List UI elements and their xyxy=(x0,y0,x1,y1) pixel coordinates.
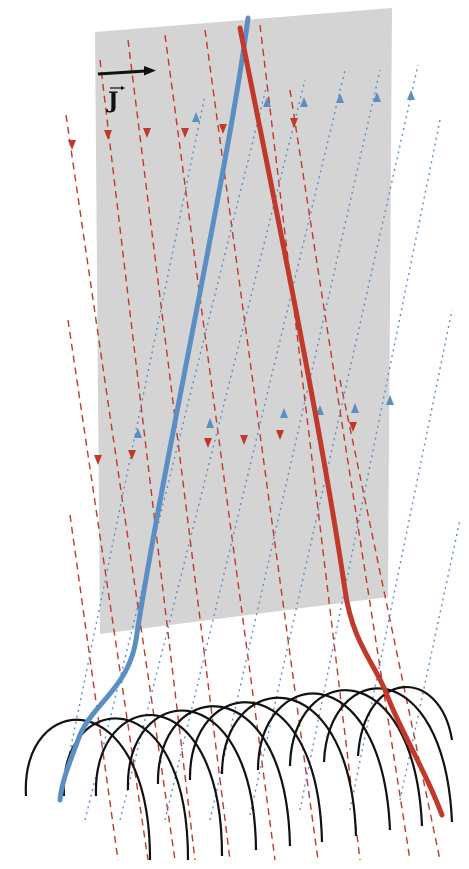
field-loop xyxy=(356,686,454,757)
red-field-line xyxy=(164,34,276,861)
field-loop xyxy=(288,689,424,827)
red-arrowhead xyxy=(276,430,284,440)
blue-arrowhead xyxy=(263,97,271,107)
blue-flux-tube xyxy=(57,15,251,803)
red-arrowhead xyxy=(290,118,298,128)
red-field-line xyxy=(259,24,361,861)
field-loop xyxy=(62,717,190,861)
red-arrowhead xyxy=(181,128,189,138)
j-symbol: J xyxy=(106,88,118,114)
red-field-line xyxy=(67,319,149,861)
red-arrowhead xyxy=(349,422,357,432)
field-loop xyxy=(94,714,224,857)
red-field-line xyxy=(289,89,411,861)
blue-arrowhead xyxy=(351,403,359,413)
blue-arrowhead xyxy=(386,395,394,405)
field-loop xyxy=(188,701,324,843)
blue-arrowhead xyxy=(407,90,415,100)
red-field-line xyxy=(69,514,119,861)
red-arrowhead xyxy=(143,128,151,138)
blue-arrowhead xyxy=(280,408,288,418)
blue-arrowhead xyxy=(316,405,324,415)
current-sheet xyxy=(95,8,392,634)
j-vector-arrow-line xyxy=(97,69,147,76)
red-arrowhead xyxy=(94,455,102,465)
j-symbol-overarrow-head xyxy=(121,86,125,90)
blue-arrowhead xyxy=(134,428,142,438)
current-density-label: J xyxy=(97,66,156,114)
blue-arrowhead xyxy=(336,93,344,103)
blue-field-line xyxy=(164,69,346,821)
red-arrowhead xyxy=(104,130,112,140)
red-arrowhead xyxy=(204,438,212,448)
j-vector-arrowhead xyxy=(144,66,156,76)
field-loop xyxy=(24,718,152,861)
red-field-line xyxy=(65,114,176,861)
red-arrowhead xyxy=(219,124,227,134)
blue-field-line xyxy=(249,64,419,816)
blue-arrowhead xyxy=(192,112,200,122)
red-flux-tube xyxy=(237,25,445,818)
field-loop xyxy=(220,696,358,837)
blue-field-line xyxy=(119,79,306,821)
field-loop xyxy=(156,705,292,847)
red-field-line xyxy=(339,379,441,861)
field-arrowheads xyxy=(68,90,415,465)
red-arrowhead xyxy=(128,450,136,460)
blue-arrowhead xyxy=(373,92,381,102)
field-loop xyxy=(126,709,258,851)
blue-field-line xyxy=(209,69,381,821)
blue-field-line xyxy=(399,519,461,801)
field-loop xyxy=(256,692,392,831)
red-field-line xyxy=(99,59,196,861)
blue-arrowhead xyxy=(300,97,308,107)
blue-field-line xyxy=(84,79,269,821)
red-arrowhead xyxy=(240,435,248,445)
field-loops xyxy=(24,686,454,861)
blue-field-line xyxy=(349,309,453,811)
blue-arrowhead xyxy=(206,418,214,428)
red-arrowhead xyxy=(68,140,76,150)
red-field-line xyxy=(127,39,231,861)
